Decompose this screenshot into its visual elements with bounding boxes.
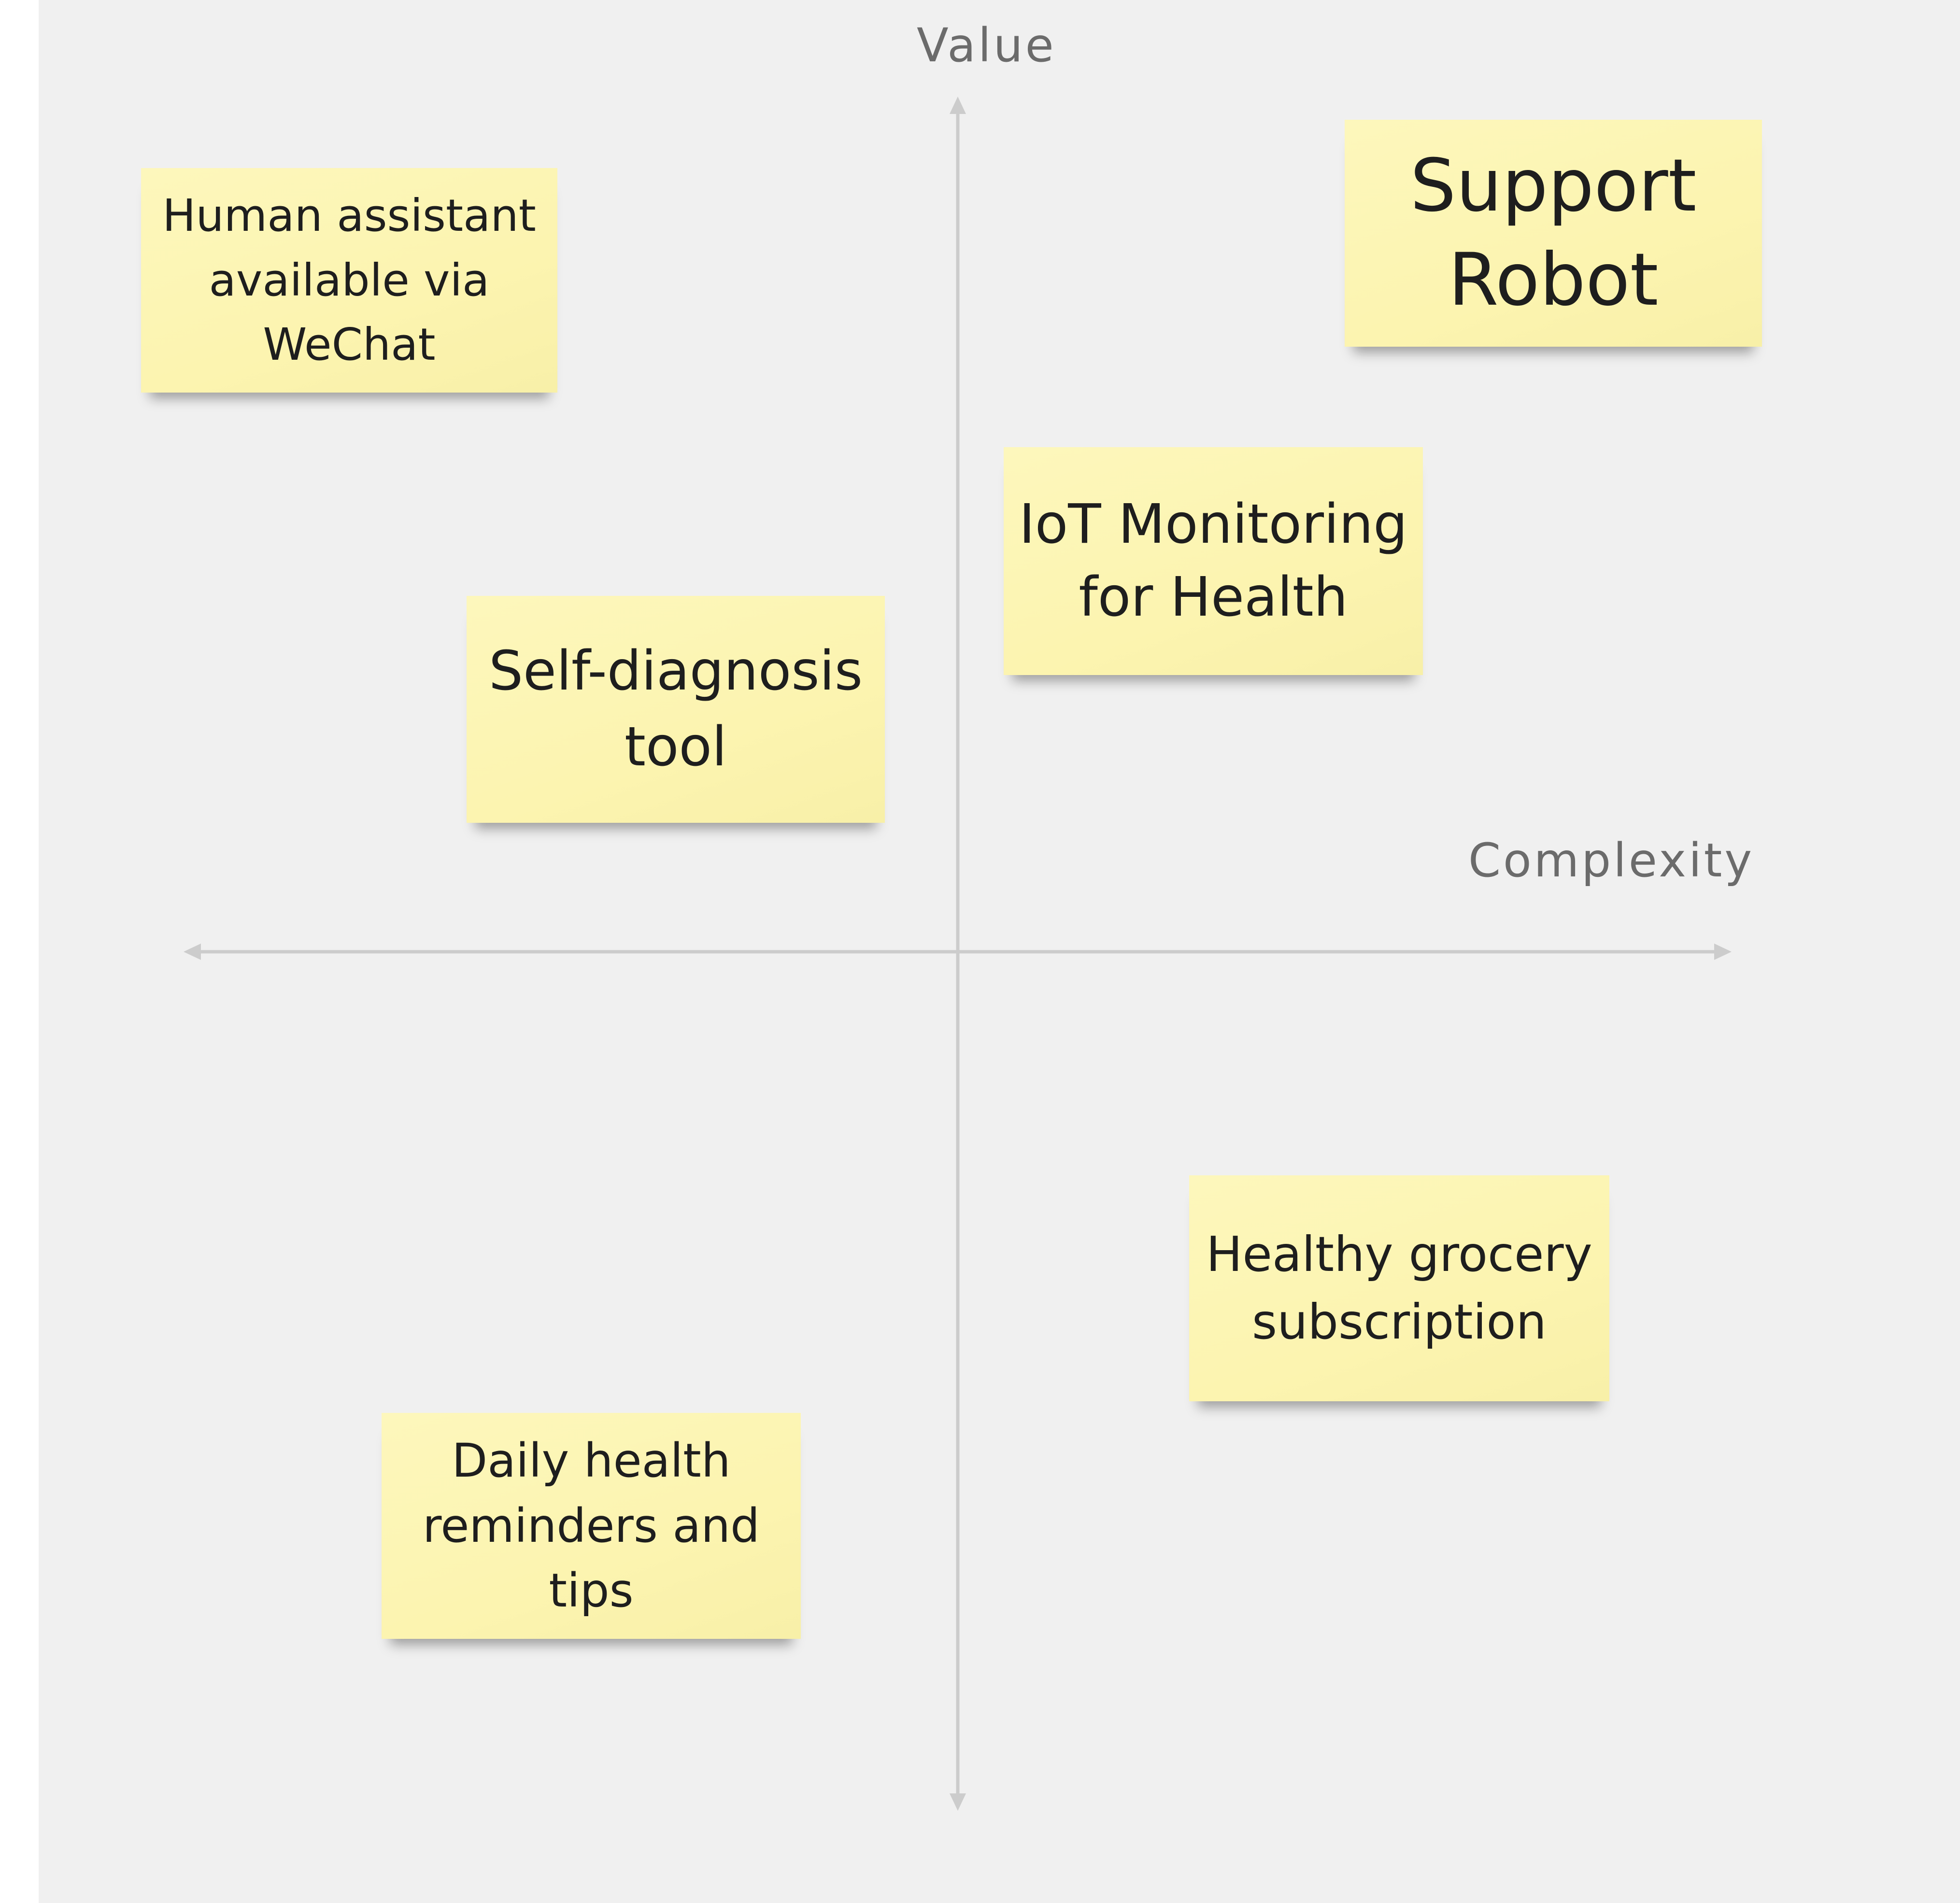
- sticky-note-text: Human assistant available via WeChat: [162, 190, 536, 371]
- sticky-note-human-assistant[interactable]: Human assistant available via WeChat: [141, 168, 557, 393]
- sticky-note-self-diagnosis[interactable]: Self-diagnosis tool: [467, 596, 885, 823]
- sticky-note-iot-monitoring[interactable]: IoT Monitoring for Health: [1004, 447, 1423, 675]
- y-axis-label: Value: [917, 18, 1056, 72]
- sticky-note-text: Healthy grocery subscription: [1206, 1226, 1592, 1350]
- sticky-note-grocery-subscription[interactable]: Healthy grocery subscription: [1189, 1175, 1609, 1401]
- sticky-note-text: Self-diagnosis tool: [488, 640, 863, 778]
- x-axis-label: Complexity: [1468, 833, 1755, 888]
- sticky-note-support-robot[interactable]: Support Robot: [1345, 120, 1762, 347]
- sticky-note-text: IoT Monitoring for Health: [1019, 493, 1408, 629]
- sticky-note-text: Daily health reminders and tips: [422, 1434, 760, 1618]
- sticky-note-text: Support Robot: [1410, 144, 1697, 322]
- sticky-note-daily-reminders[interactable]: Daily health reminders and tips: [382, 1413, 801, 1639]
